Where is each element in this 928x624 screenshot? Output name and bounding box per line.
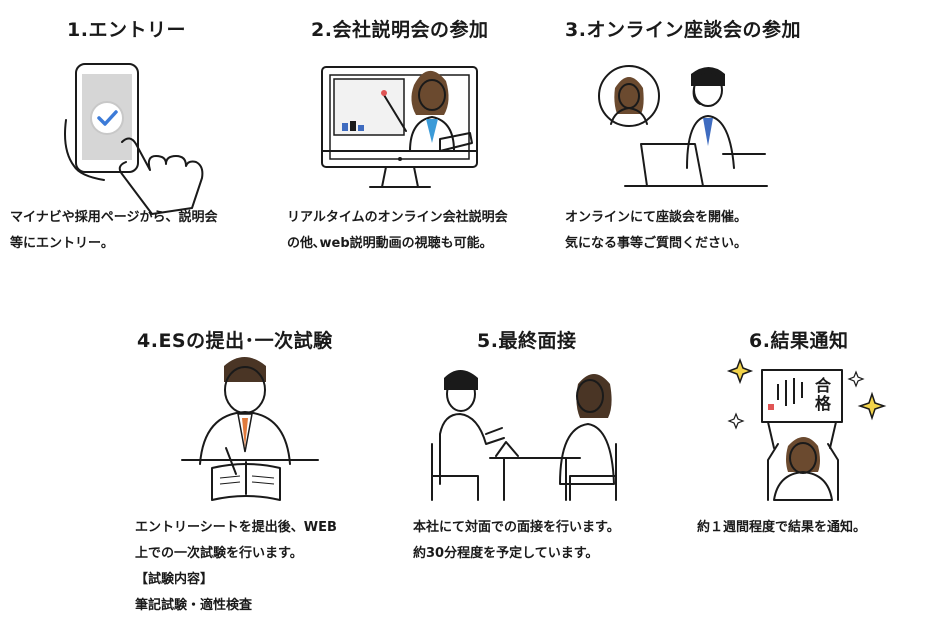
step-desc-line: マイナビや採用ページから、説明会 (10, 210, 218, 225)
interview-icon (431, 370, 617, 501)
online-meeting-icon (598, 65, 768, 187)
step-desc-line: 気になる事等ご質問ください。 (565, 236, 748, 251)
step-desc-line: 等にエントリー。 (10, 236, 114, 251)
step-title: 5.最終面接 (477, 330, 577, 352)
step-desc-line: 【試験内容】 (135, 572, 214, 587)
step-title: 4.ESの提出･一次試験 (137, 330, 333, 352)
exam-writing-icon (181, 357, 319, 501)
step-desc-line: 筆記試験・適性検査 (135, 598, 253, 613)
step-desc-line: エントリーシートを提出後、WEB (135, 520, 337, 535)
step-desc-line: 本社にて対面での面接を行います。 (413, 520, 620, 535)
pass-sign-icon (726, 357, 887, 501)
smartphone-hand-icon (64, 63, 204, 215)
step-title: 1.エントリー (67, 19, 186, 41)
step-desc-line: 上での一次試験を行います。 (135, 546, 303, 561)
step-title: 2.会社説明会の参加 (311, 19, 489, 41)
pass-sign-char: 合 (815, 376, 832, 395)
step-desc-line: リアルタイムのオンライン会社説明会 (287, 210, 508, 225)
pass-sign-text: 合 格 (815, 377, 831, 413)
step-desc-line: 約30分程度を予定しています。 (413, 546, 599, 561)
step-desc-line: オンラインにて座談会を開催。 (565, 210, 748, 225)
pass-sign-char: 格 (815, 394, 832, 413)
step-title: 6.結果通知 (749, 330, 849, 352)
step-desc-line: の他､web説明動画の視聴も可能。 (287, 236, 493, 251)
step-desc-line: 約１週間程度で結果を通知。 (697, 520, 867, 535)
monitor-presenter-icon (321, 66, 478, 188)
step-title: 3.オンライン座談会の参加 (565, 19, 801, 41)
